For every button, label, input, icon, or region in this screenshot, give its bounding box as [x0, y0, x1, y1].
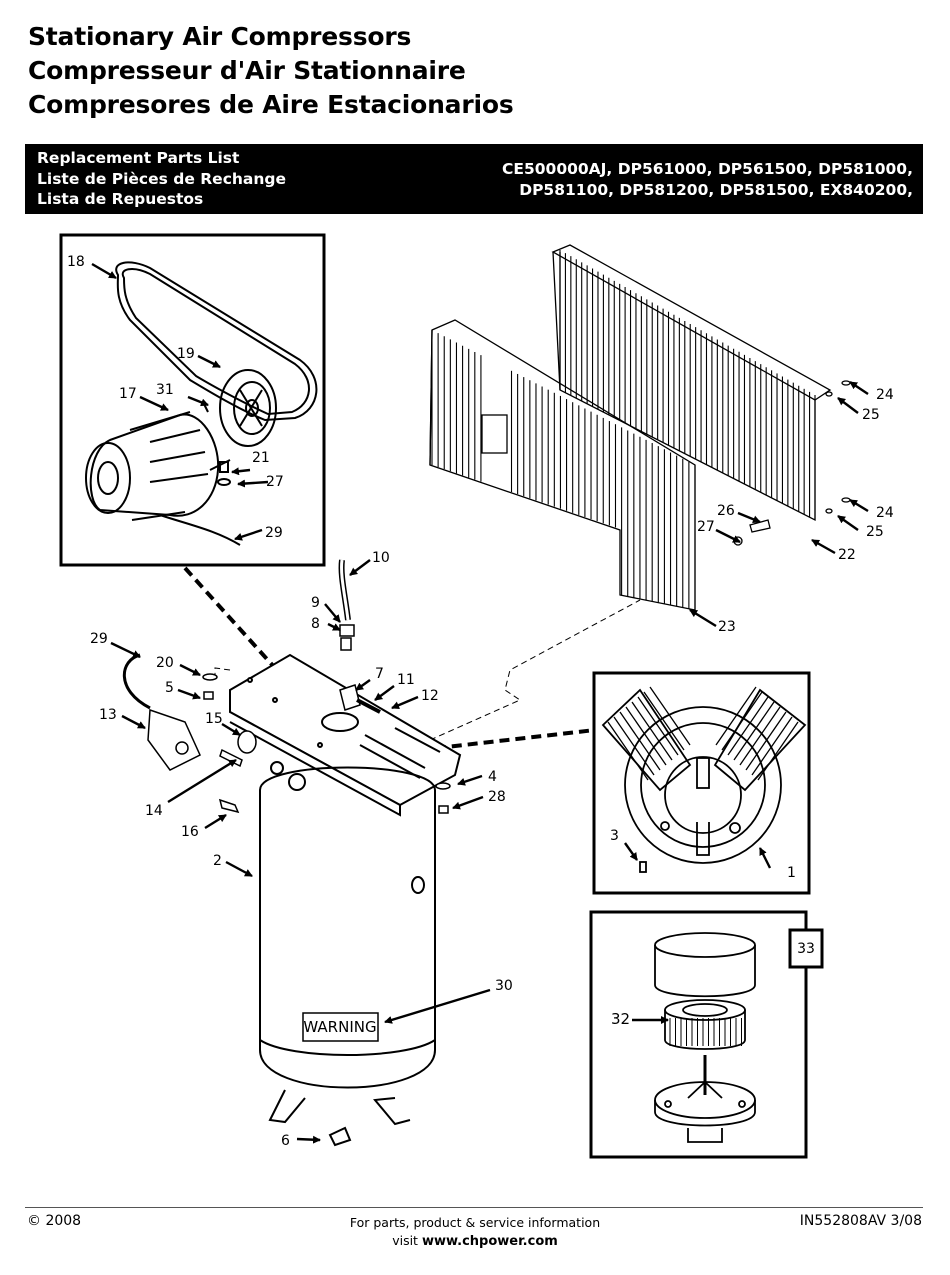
small-parts-drawing: [122, 559, 451, 814]
part-label-2: 2: [213, 853, 222, 869]
belt-drawing: [115, 261, 318, 422]
parts-list-french: Liste de Pièces de Rechange: [37, 169, 287, 188]
air-filter-drawing: [654, 932, 756, 1143]
part-label-17: 17: [119, 386, 137, 402]
part-label-29: 29: [265, 525, 283, 541]
belt-guard-rear-bars: [559, 250, 816, 520]
part-label-19: 19: [177, 346, 195, 362]
platform-drawing: [229, 653, 462, 817]
part-label-9: 9: [311, 595, 320, 611]
motor-inset-box: [59, 233, 326, 567]
part-33-box: [788, 928, 824, 969]
part-label-6: 6: [281, 1133, 290, 1149]
part-label-28: 28: [488, 789, 506, 805]
part-label-21: 21: [252, 450, 270, 466]
motor-drawing: [85, 401, 241, 546]
belt-guard-rear: [551, 244, 832, 522]
website-line: visit www.chpower.com: [0, 1232, 950, 1251]
part-label-29b: 29: [90, 631, 108, 647]
part-label-24b: 24: [876, 505, 894, 521]
part-label-25b: 25: [866, 524, 884, 540]
exploded-parts-diagram: WARNING: [59, 233, 894, 1159]
part-label-14: 14: [145, 803, 163, 819]
pump-cooling-fins: [607, 686, 799, 781]
filter-pleats: [669, 1018, 742, 1046]
part-label-24: 24: [876, 387, 894, 403]
belt-guard-front-bars: [431, 330, 696, 610]
pump-inset-box: [592, 671, 811, 895]
part-label-13: 13: [99, 707, 117, 723]
visit-text: visit: [392, 1233, 418, 1248]
part-label-32: 32: [611, 1010, 630, 1028]
title-english: Stationary Air Compressors: [28, 22, 412, 51]
warning-decal-text: WARNING: [303, 1018, 376, 1036]
part-label-26: 26: [717, 503, 735, 519]
part-label-16: 16: [181, 824, 199, 840]
document-id: IN552808AV 3/08: [799, 1213, 922, 1229]
pulley-drawing: [219, 369, 277, 447]
part-label-33: 33: [797, 941, 815, 957]
parts-list-banner: Replacement Parts List Liste de Pièces d…: [25, 144, 923, 214]
pump-drawing: [601, 688, 807, 873]
pump-leader-line: [419, 728, 596, 752]
part-label-22: 22: [838, 547, 856, 563]
grill-hardware-drawing: [733, 380, 851, 546]
filter-inset-box: [589, 910, 808, 1159]
website-link[interactable]: www.chpower.com: [421, 1234, 558, 1249]
model-numbers-line-1: CE500000AJ, DP561000, DP561500, DP581000…: [502, 160, 913, 178]
motor-leader-line: [183, 566, 277, 670]
parts-list-headings: Replacement Parts List Liste de Pièces d…: [37, 148, 286, 210]
model-numbers-line-2: DP581100, DP581200, DP581500, EX840200,: [519, 180, 913, 199]
footer-divider: [25, 1207, 923, 1208]
parts-list-spanish: Lista de Repuestos: [37, 190, 204, 208]
title-spanish: Compresores de Aire Estacionarios: [28, 90, 514, 119]
part-label-27b: 27: [697, 519, 715, 535]
part-label-7: 7: [375, 666, 384, 682]
part-leader-arrows: [91, 262, 869, 1144]
copyright: © 2008: [27, 1213, 82, 1229]
title-french: Compresseur d'Air Stationnaire: [28, 56, 466, 85]
part-label-20: 20: [156, 655, 174, 671]
part-label-23: 23: [718, 619, 736, 635]
title-block: Stationary Air Compressors Compresseur d…: [28, 20, 514, 122]
part-label-25: 25: [862, 407, 880, 423]
part-label-3: 3: [610, 828, 619, 844]
part-label-8: 8: [311, 616, 320, 632]
part-label-1: 1: [787, 865, 796, 881]
part-label-4: 4: [488, 769, 497, 785]
model-numbers: CE500000AJ, DP561000, DP561500, DP581000…: [502, 159, 913, 200]
part-label-5: 5: [165, 680, 174, 696]
service-info-line: For parts, product & service information: [349, 1215, 601, 1230]
part-label-12: 12: [421, 688, 439, 704]
part-label-27: 27: [266, 474, 284, 490]
part-label-31: 31: [156, 382, 174, 398]
part-label-15: 15: [205, 711, 223, 727]
part-label-10: 10: [372, 550, 390, 566]
guard-position-outline: [214, 599, 641, 741]
belt-guard-front: [429, 319, 696, 611]
tank-drawing: [259, 761, 436, 1147]
service-info: For parts, product & service information…: [0, 1214, 950, 1251]
part-label-18: 18: [67, 254, 85, 270]
part-label-30: 30: [495, 978, 513, 994]
parts-list-english: Replacement Parts List: [37, 149, 240, 167]
warning-decal: [302, 1012, 379, 1042]
part-label-11: 11: [397, 672, 415, 688]
